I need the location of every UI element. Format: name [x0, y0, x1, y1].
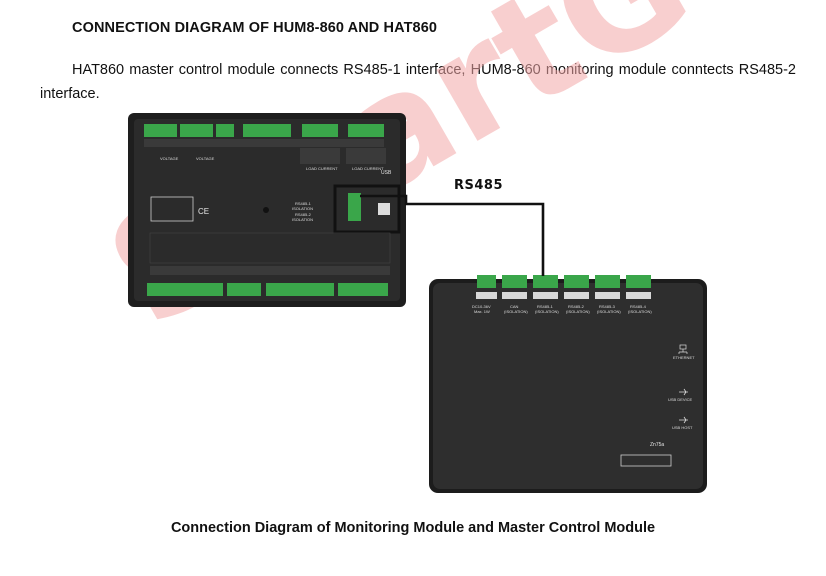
- hat860-label-voltage-2: VOLTAGE: [196, 156, 215, 161]
- hat860-label-box: [150, 196, 194, 222]
- usb-device-icon: [679, 388, 688, 396]
- hum-port-can: CAN: [510, 304, 519, 309]
- hat860-rs485-2-label: RS485-2: [295, 212, 312, 217]
- hat860-label-load-current-1: LOAD CURRENT: [306, 166, 338, 171]
- hum-ethernet-label: ETHERNET: [673, 355, 695, 360]
- rs485-wire: [360, 194, 545, 276]
- hat860-rs485-1-label: RS485-1: [295, 201, 312, 206]
- usb-host-icon: [679, 416, 688, 424]
- rs485-bus-label: RS485: [454, 178, 503, 193]
- hat860-usb-label: USB: [381, 170, 392, 176]
- hum-model-label: Zn75a: [650, 442, 664, 448]
- hat860-label-voltage-1: VOLTAGE: [160, 156, 179, 161]
- hum-terminals: [477, 275, 651, 288]
- hum-usb-host-label: USB HOST: [672, 425, 693, 430]
- hum-isolation-rs485-1: (ISOLATION): [535, 309, 559, 314]
- hat860-top-label-strip: [144, 139, 386, 164]
- hum-terminal-numbers: [476, 292, 651, 299]
- ce-mark: CE: [198, 207, 209, 216]
- hum-port-rs485-4: RS485-4: [630, 304, 647, 309]
- hat860-label-load-current-2: LOAD CURRENT: [352, 166, 384, 171]
- hum-port-power: DC10-36V: [472, 304, 491, 309]
- hat860-bottom-label-strip: [150, 266, 390, 275]
- hum8-860-module: DC10-36V Max. 1W CAN (ISOLATION) RS485-1…: [429, 275, 707, 493]
- hum-usb-device-label: USB DEVICE: [668, 397, 693, 402]
- hum-port-rs485-2: RS485-2: [568, 304, 585, 309]
- hum-label-slot: [620, 454, 672, 467]
- hum-port-rs485-3: RS485-3: [599, 304, 616, 309]
- figure-caption: Connection Diagram of Monitoring Module …: [170, 520, 656, 536]
- hat860-rs485-terminal: [348, 193, 361, 221]
- hum-isolation-rs485-3: (ISOLATION): [597, 309, 621, 314]
- hat860-usb-port: [378, 203, 390, 215]
- hat860-screw: [263, 207, 269, 213]
- hat860-isolation-2-label: ISOLATION: [292, 217, 313, 222]
- hat860-input-label-area: [149, 232, 391, 264]
- description-paragraph: HAT860 master control module connects RS…: [40, 62, 796, 102]
- hum-isolation-rs485-4: (ISOLATION): [628, 309, 652, 314]
- section-heading: CONNECTION DIAGRAM OF HUM8-860 AND HAT86…: [72, 20, 438, 36]
- hat860-top-terminals: [144, 124, 384, 137]
- ethernet-icon: [678, 344, 688, 354]
- hum-port-rs485-1: RS485-1: [537, 304, 554, 309]
- hum-isolation-can: (ISOLATION): [504, 309, 528, 314]
- hat860-rs485-highlight: [333, 184, 401, 234]
- hum-power-max: Max. 1W: [474, 309, 490, 314]
- hat860-module: VOLTAGE VOLTAGE LOAD CURRENT LOAD CURREN…: [128, 113, 406, 307]
- hum-isolation-rs485-2: (ISOLATION): [566, 309, 590, 314]
- hat860-isolation-1-label: ISOLATION: [292, 206, 313, 211]
- hat860-bottom-terminals: [147, 283, 388, 296]
